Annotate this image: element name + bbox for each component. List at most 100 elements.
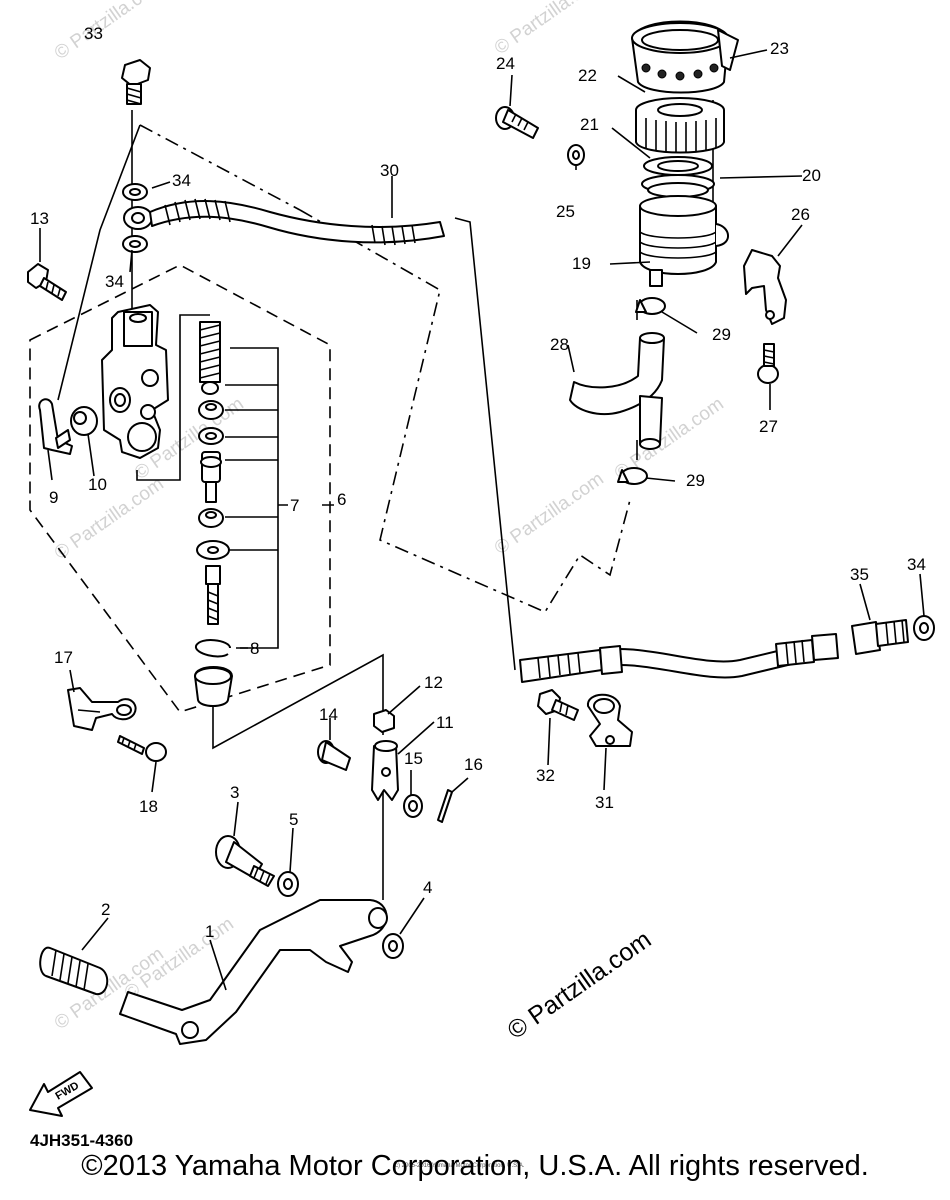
washer-25 xyxy=(567,144,585,166)
callout-10: 10 xyxy=(88,475,107,494)
callout-3: 3 xyxy=(230,783,239,802)
kit-cup-1 xyxy=(198,400,224,420)
callout-4: 4 xyxy=(423,878,432,897)
callout-18: 18 xyxy=(139,797,158,816)
reservoir-hose-28 xyxy=(569,332,665,450)
callout-16: 16 xyxy=(464,755,483,774)
callout-29-lower: 29 xyxy=(686,471,705,490)
callout-14: 14 xyxy=(319,705,338,724)
washer-5 xyxy=(277,871,299,897)
bolt-32 xyxy=(537,689,579,721)
fitting-10 xyxy=(70,406,98,436)
callout-22: 22 xyxy=(578,66,597,85)
watermark-2: © Partzilla.com xyxy=(491,0,608,59)
lower-hose xyxy=(519,633,839,683)
bolt-3 xyxy=(215,835,275,887)
boot xyxy=(194,666,233,707)
brake-hose-30 xyxy=(149,198,445,246)
callout-5: 5 xyxy=(289,810,298,829)
pin-14 xyxy=(317,740,351,771)
callout-34-right: 34 xyxy=(907,555,926,574)
bolt-27 xyxy=(757,343,779,384)
callout-8: 8 xyxy=(250,639,259,658)
leader-a xyxy=(57,124,141,401)
reservoir-cover-23 xyxy=(631,20,739,94)
bracket-internal xyxy=(136,314,210,481)
callout-15: 15 xyxy=(404,749,423,768)
centerline-b xyxy=(299,209,631,614)
callout-23: 23 xyxy=(770,39,789,58)
callout-1: 1 xyxy=(205,922,214,941)
callout-34-lower: 34 xyxy=(105,272,124,291)
callout-33: 33 xyxy=(84,24,103,43)
callout-30: 30 xyxy=(380,161,399,180)
plate-21 xyxy=(643,156,713,176)
callout-9: 9 xyxy=(49,488,58,507)
leader-lines xyxy=(39,49,925,991)
watermark-main: © Partzilla.com xyxy=(502,925,656,1045)
bracket-7-ticks xyxy=(225,384,278,551)
clamp-31 xyxy=(587,693,633,747)
bolt-33 xyxy=(121,59,151,105)
spring xyxy=(199,321,221,383)
callout-34-upper: 34 xyxy=(172,171,191,190)
banjo-fitting xyxy=(123,206,153,230)
clamp-29-lower xyxy=(617,467,648,485)
watermark-4: © Partzilla.com xyxy=(491,468,608,559)
callout-25: 25 xyxy=(556,202,575,221)
callout-6: 6 xyxy=(337,490,346,509)
bolt-13 xyxy=(27,263,67,301)
fwd-arrow-icon: FWD xyxy=(29,1071,93,1117)
bracket-7 xyxy=(230,347,279,649)
bracket-17 xyxy=(67,687,137,731)
circlip-8 xyxy=(195,639,231,658)
small-copyright: (c) 2005-2016 Yamaha Motor Corporation, … xyxy=(393,1163,525,1169)
callout-29-upper: 29 xyxy=(712,325,731,344)
leader-hose xyxy=(454,217,516,671)
callout-20: 20 xyxy=(802,166,821,185)
clamp-29-upper xyxy=(635,297,666,315)
watermarks: © Partzilla.com © Partzilla.com © Partzi… xyxy=(51,0,728,1045)
nut-12 xyxy=(373,709,395,733)
callout-26: 26 xyxy=(791,205,810,224)
washer-15 xyxy=(403,794,423,818)
union-bolt-35 xyxy=(851,619,909,655)
assembly-outlines xyxy=(29,100,714,900)
kit-piston xyxy=(200,451,222,503)
clevis-11 xyxy=(371,740,399,801)
callout-24: 24 xyxy=(496,54,515,73)
kit-cup-2 xyxy=(198,508,224,528)
callout-27: 27 xyxy=(759,417,778,436)
bracket-pushrod xyxy=(212,653,384,750)
watermark-3: © Partzilla.com xyxy=(51,473,168,564)
callout-17: 17 xyxy=(54,648,73,667)
diaphragm-20 xyxy=(641,174,715,198)
kit-cap-small xyxy=(201,381,219,395)
kit-outline xyxy=(29,264,331,713)
washer-34-right xyxy=(913,615,935,641)
centerline-a xyxy=(139,124,301,211)
bolt-18 xyxy=(117,735,167,762)
washer-34-upper xyxy=(122,183,148,201)
callout-2: 2 xyxy=(101,900,110,919)
piston-kit-parts xyxy=(194,321,233,707)
callout-21: 21 xyxy=(580,115,599,134)
callout-7: 7 xyxy=(290,496,299,515)
kit-washer xyxy=(198,427,224,445)
watermark-1: © Partzilla.com xyxy=(51,0,168,64)
callout-13: 13 xyxy=(30,209,49,228)
kit-pushrod xyxy=(196,540,230,625)
callout-28: 28 xyxy=(550,335,569,354)
callout-12: 12 xyxy=(424,673,443,692)
callout-31: 31 xyxy=(595,793,614,812)
callout-35: 35 xyxy=(850,565,869,584)
callouts: 33 34 34 13 30 24 23 22 21 25 20 19 26 2… xyxy=(30,24,926,941)
pipe-9 xyxy=(38,398,73,455)
washer-4 xyxy=(382,933,404,959)
screw-24 xyxy=(495,106,539,139)
callout-11: 11 xyxy=(436,713,454,732)
copyright-notice: ©2013 Yamaha Motor Corporation, U.S.A. A… xyxy=(81,1150,869,1182)
diagram-code: 4JH351-4360 xyxy=(30,1131,133,1150)
